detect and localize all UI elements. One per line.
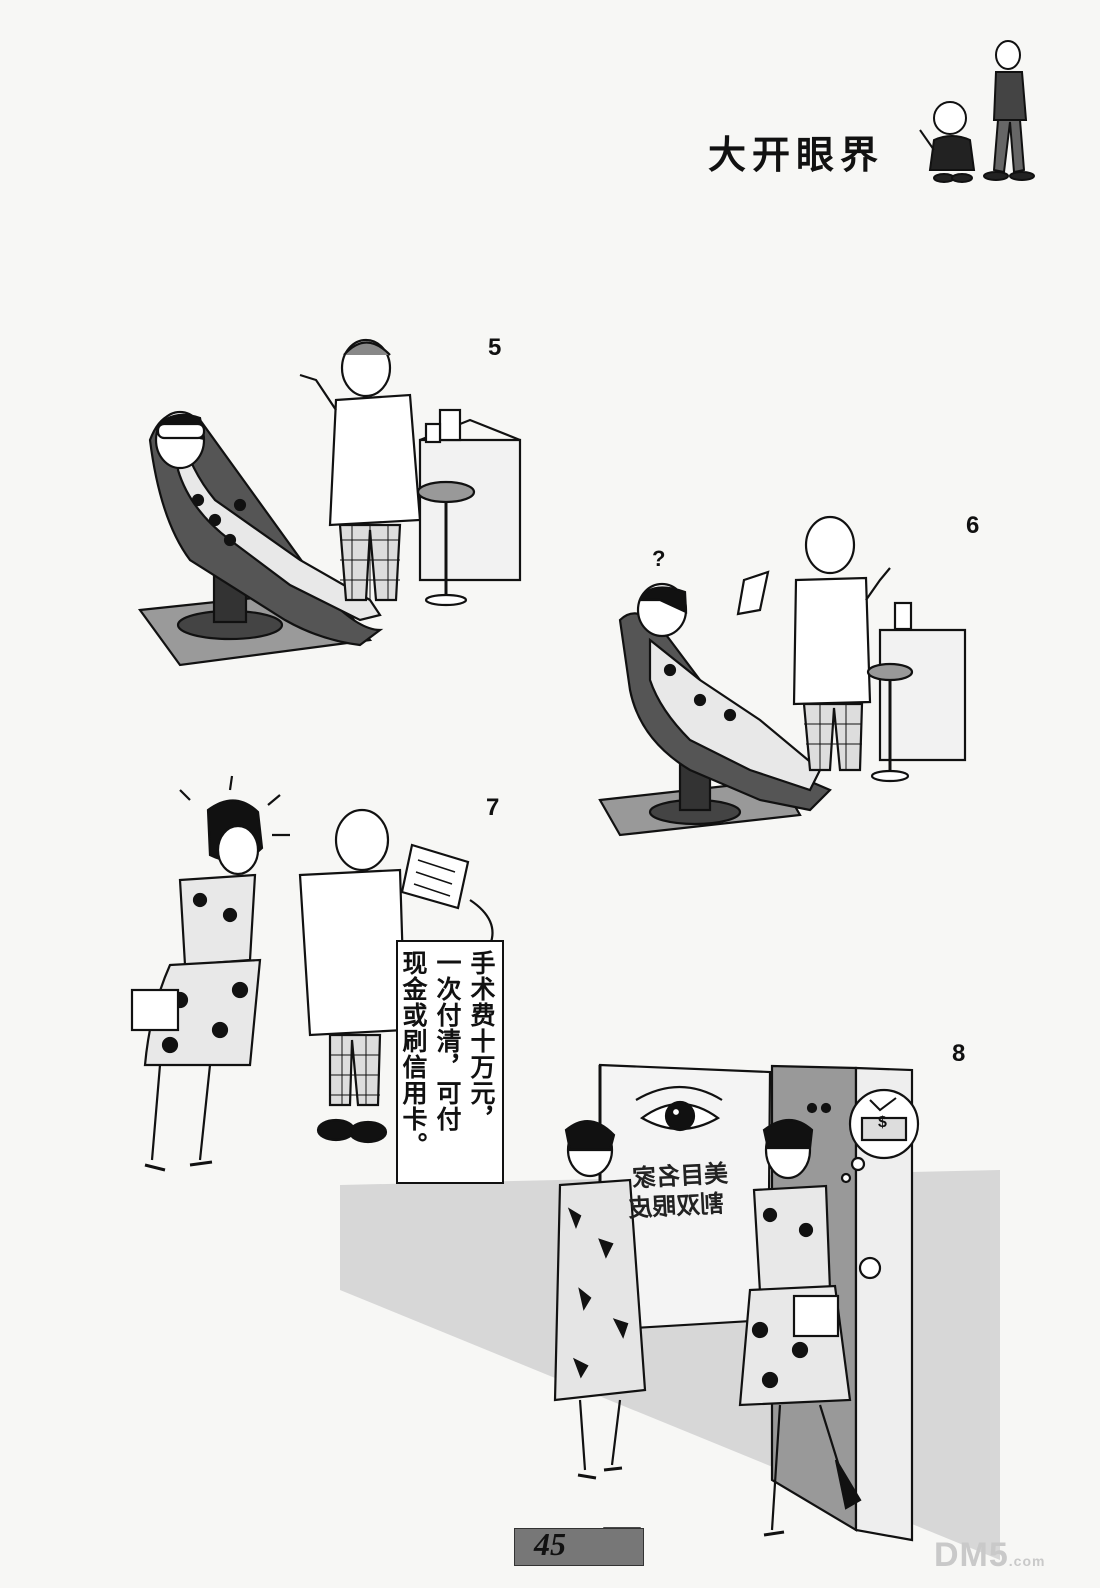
speech-line-3: 现金或刷信用卡。 (399, 950, 428, 1158)
watermark-brand: DM5 (934, 1536, 1009, 1574)
panel-8-artwork (340, 1063, 1000, 1560)
shop-sign-line-2: 割双眼皮 (627, 1189, 725, 1223)
mascot-old-man-icon (919, 101, 976, 183)
panel-8-number: 8 (952, 1040, 966, 1067)
speech-line-2: 一次付清，可付 (433, 950, 462, 1132)
mascot-tall-man-icon (983, 40, 1035, 181)
panel-5-number: 5 (488, 334, 502, 361)
page-number-box (514, 1528, 644, 1566)
speech-bubble-text: 手术费十万元， 一次付清，可付 现金或刷信用卡。 (398, 950, 496, 1158)
question-mark: ? (652, 546, 666, 571)
watermark: DM5.com (934, 1536, 1045, 1575)
speech-line-1: 手术费十万元， (467, 950, 496, 1132)
speech-bubble: 手术费十万元， 一次付清，可付 现金或刷信用卡。 (396, 940, 504, 1184)
panel-6-artwork (598, 515, 967, 837)
page-number: 45 (534, 1526, 566, 1562)
panel-7-artwork (130, 775, 494, 1172)
banknote-symbol: $ (878, 1114, 887, 1131)
watermark-suffix: .com (1008, 1553, 1046, 1569)
panel-7-number: 7 (486, 794, 500, 821)
panel-6-number: 6 (966, 512, 980, 539)
page-title: 大开眼界 (708, 133, 885, 177)
panel-5-artwork (137, 338, 522, 667)
